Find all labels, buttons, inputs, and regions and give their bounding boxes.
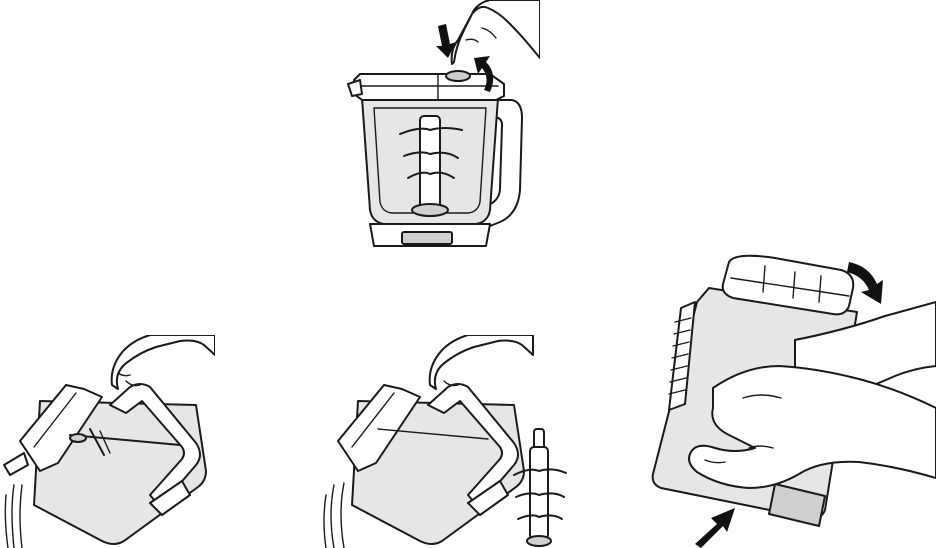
pitcher-lid-release-illustration <box>340 0 540 262</box>
arrow-up-right-icon <box>695 508 735 548</box>
panel-pour-blade-removed <box>318 335 586 548</box>
pitcher-pour-blade-removed-illustration <box>318 335 586 548</box>
panel-twist-remove-base <box>645 248 936 548</box>
pitcher-pour-illustration <box>0 335 215 548</box>
panel-lid-release <box>340 0 540 262</box>
blade-assembly <box>514 429 566 546</box>
container-twist-illustration <box>645 248 936 548</box>
panel-pour-with-blade <box>0 335 215 548</box>
